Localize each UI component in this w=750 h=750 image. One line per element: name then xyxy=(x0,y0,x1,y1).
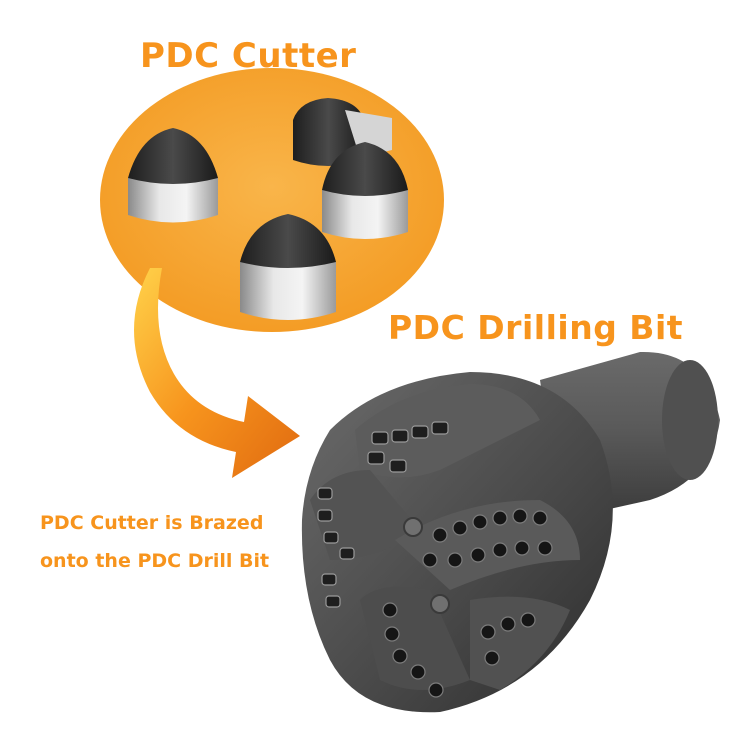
pdc-cutter-title: PDC Cutter xyxy=(140,36,357,76)
caption-line-1: PDC Cutter is Brazed xyxy=(40,512,264,534)
pdc-drilling-bit-title: PDC Drilling Bit xyxy=(388,308,684,347)
pdc-cutter-bottom xyxy=(240,214,336,320)
pdc-cutter-right xyxy=(322,142,408,239)
pdc-drill-bit xyxy=(301,351,720,713)
caption-line-2: onto the PDC Drill Bit xyxy=(40,550,270,572)
pdc-cutter-left xyxy=(128,128,218,223)
curved-arrow-icon xyxy=(134,268,300,478)
